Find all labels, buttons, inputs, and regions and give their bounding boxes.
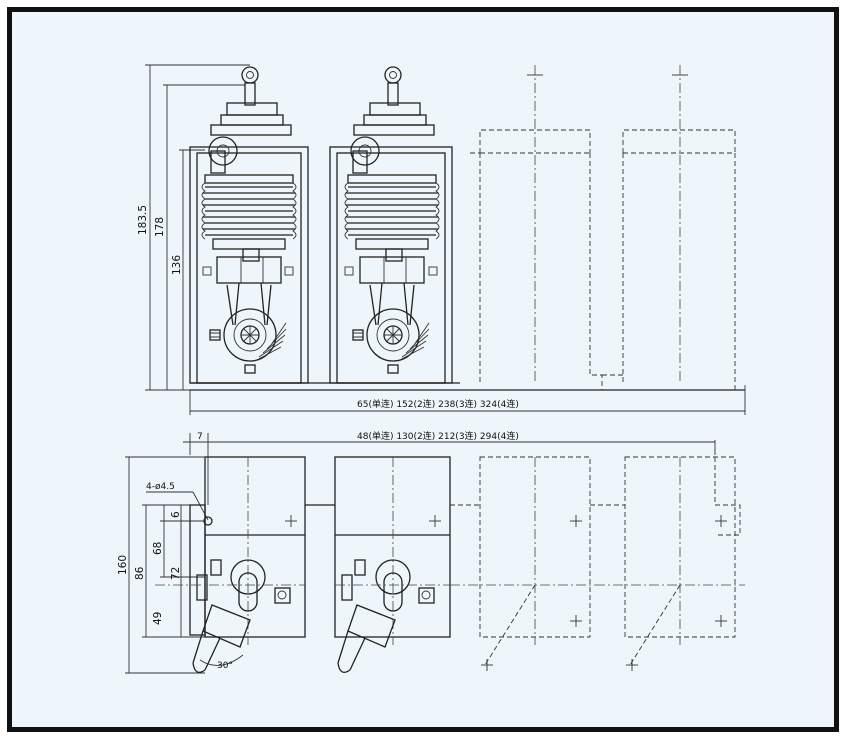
hole-spec: 4-ø4.5 — [146, 482, 175, 492]
dim-136: 136 — [171, 255, 183, 275]
phantom-unit-4 — [602, 65, 736, 390]
drawing-frame: 183.5 178 136 — [7, 7, 839, 732]
dim-68: 68 — [152, 542, 164, 555]
dim-86: 86 — [134, 566, 146, 580]
dim-bottom-width: 48(单连) 130(2连) 212(3连) 294(4连) — [357, 430, 519, 442]
dim-angle: 30° — [217, 661, 233, 671]
plan-unit-2 — [334, 456, 451, 673]
controller-unit-1 — [189, 66, 309, 384]
dim-6: 6 — [170, 511, 182, 518]
dim-160: 160 — [117, 555, 129, 575]
dim-72: 72 — [170, 567, 182, 580]
plan-view: 7 48(单连) 130(2连) 212(3连) 294(4连) 160 86 … — [117, 430, 745, 674]
front-view: 183.5 178 136 — [137, 64, 746, 415]
dim-top-width: 65(单连) 152(2连) 238(3连) 324(4连) — [357, 398, 519, 410]
phantom-unit-3 — [470, 65, 603, 390]
dim-183-5: 183.5 — [137, 205, 149, 235]
technical-drawing: 183.5 178 136 — [117, 64, 746, 674]
dim-offset-7: 7 — [197, 432, 203, 442]
plan-unit-1: 30° — [155, 456, 306, 673]
plan-phantom-unit-4 — [595, 456, 745, 671]
plan-phantom-unit-3 — [450, 456, 625, 671]
dim-49: 49 — [152, 612, 164, 625]
controller-unit-2 — [329, 66, 453, 384]
dim-178: 178 — [154, 217, 166, 237]
